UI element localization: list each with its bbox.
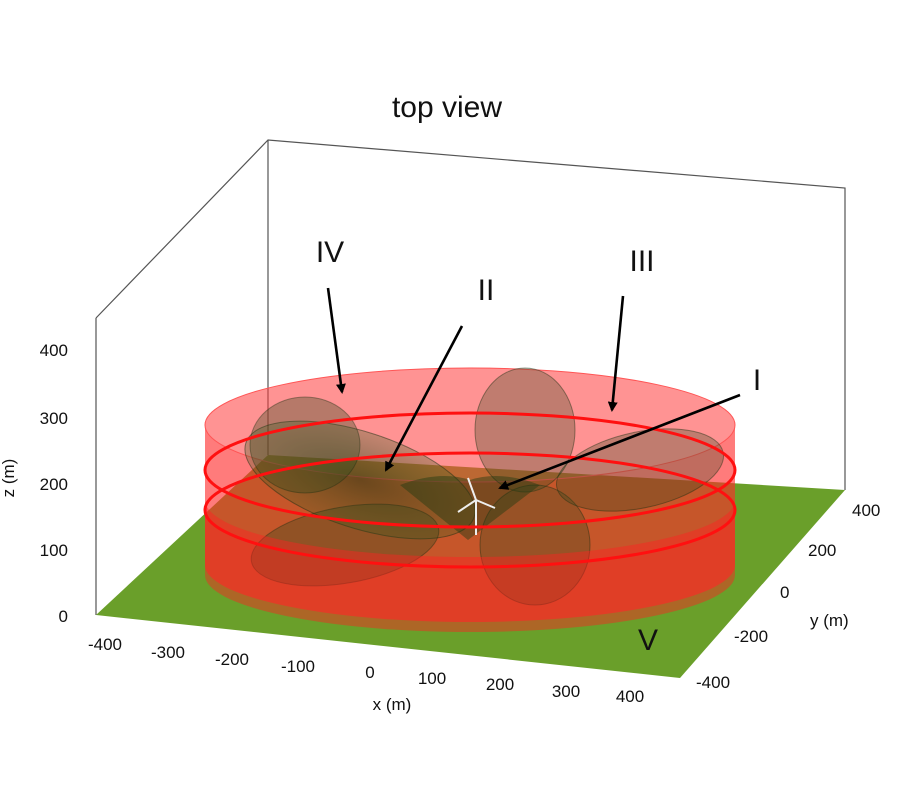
- cylinder-front: [203, 411, 737, 632]
- y-tick: 200: [808, 541, 836, 560]
- z-tick: 300: [40, 409, 68, 428]
- lobe-center-upper: [474, 367, 576, 493]
- lobe-center-front: [479, 484, 591, 606]
- x-tick: 300: [552, 682, 580, 701]
- x-axis: -400 -300 -200 -100 0 100 200 300 400 x …: [88, 635, 644, 714]
- x-tick: 200: [486, 675, 514, 694]
- y-axis: 400 200 0 -200 -400 y (m): [696, 501, 880, 692]
- z-axis: 400 300 200 100 0 z (m): [0, 341, 68, 626]
- z-tick: 100: [40, 541, 68, 560]
- region-label-II: II: [478, 274, 495, 307]
- lobe-center-wedge: [400, 476, 540, 540]
- region-label-III: III: [629, 245, 654, 278]
- x-tick: -300: [151, 643, 185, 662]
- region-label-I: I: [753, 364, 761, 397]
- region-label-V: V: [638, 624, 658, 657]
- x-tick: 0: [365, 663, 374, 682]
- z-axis-label: z (m): [0, 459, 18, 498]
- x-tick: 100: [418, 669, 446, 688]
- turbine-icon: [457, 477, 496, 535]
- z-tick: 200: [40, 475, 68, 494]
- y-axis-label: y (m): [810, 611, 849, 630]
- diagram-title: top view: [392, 91, 502, 124]
- x-tick: -400: [88, 635, 122, 654]
- wake-lobes: [244, 367, 725, 606]
- y-tick: -400: [696, 673, 730, 692]
- x-tick: -100: [281, 657, 315, 676]
- y-tick: 400: [852, 501, 880, 520]
- y-tick: -200: [734, 627, 768, 646]
- z-tick: 0: [59, 607, 68, 626]
- region-label-IV: IV: [316, 236, 344, 269]
- lobe-left-back: [249, 396, 361, 494]
- annotation-arrows: [326, 287, 741, 490]
- lobe-left-upper: [244, 420, 476, 540]
- x-tick: 400: [616, 687, 644, 706]
- x-tick: -200: [215, 650, 249, 669]
- z-tick: 400: [40, 341, 68, 360]
- y-tick: 0: [780, 583, 789, 602]
- x-axis-label: x (m): [373, 695, 412, 714]
